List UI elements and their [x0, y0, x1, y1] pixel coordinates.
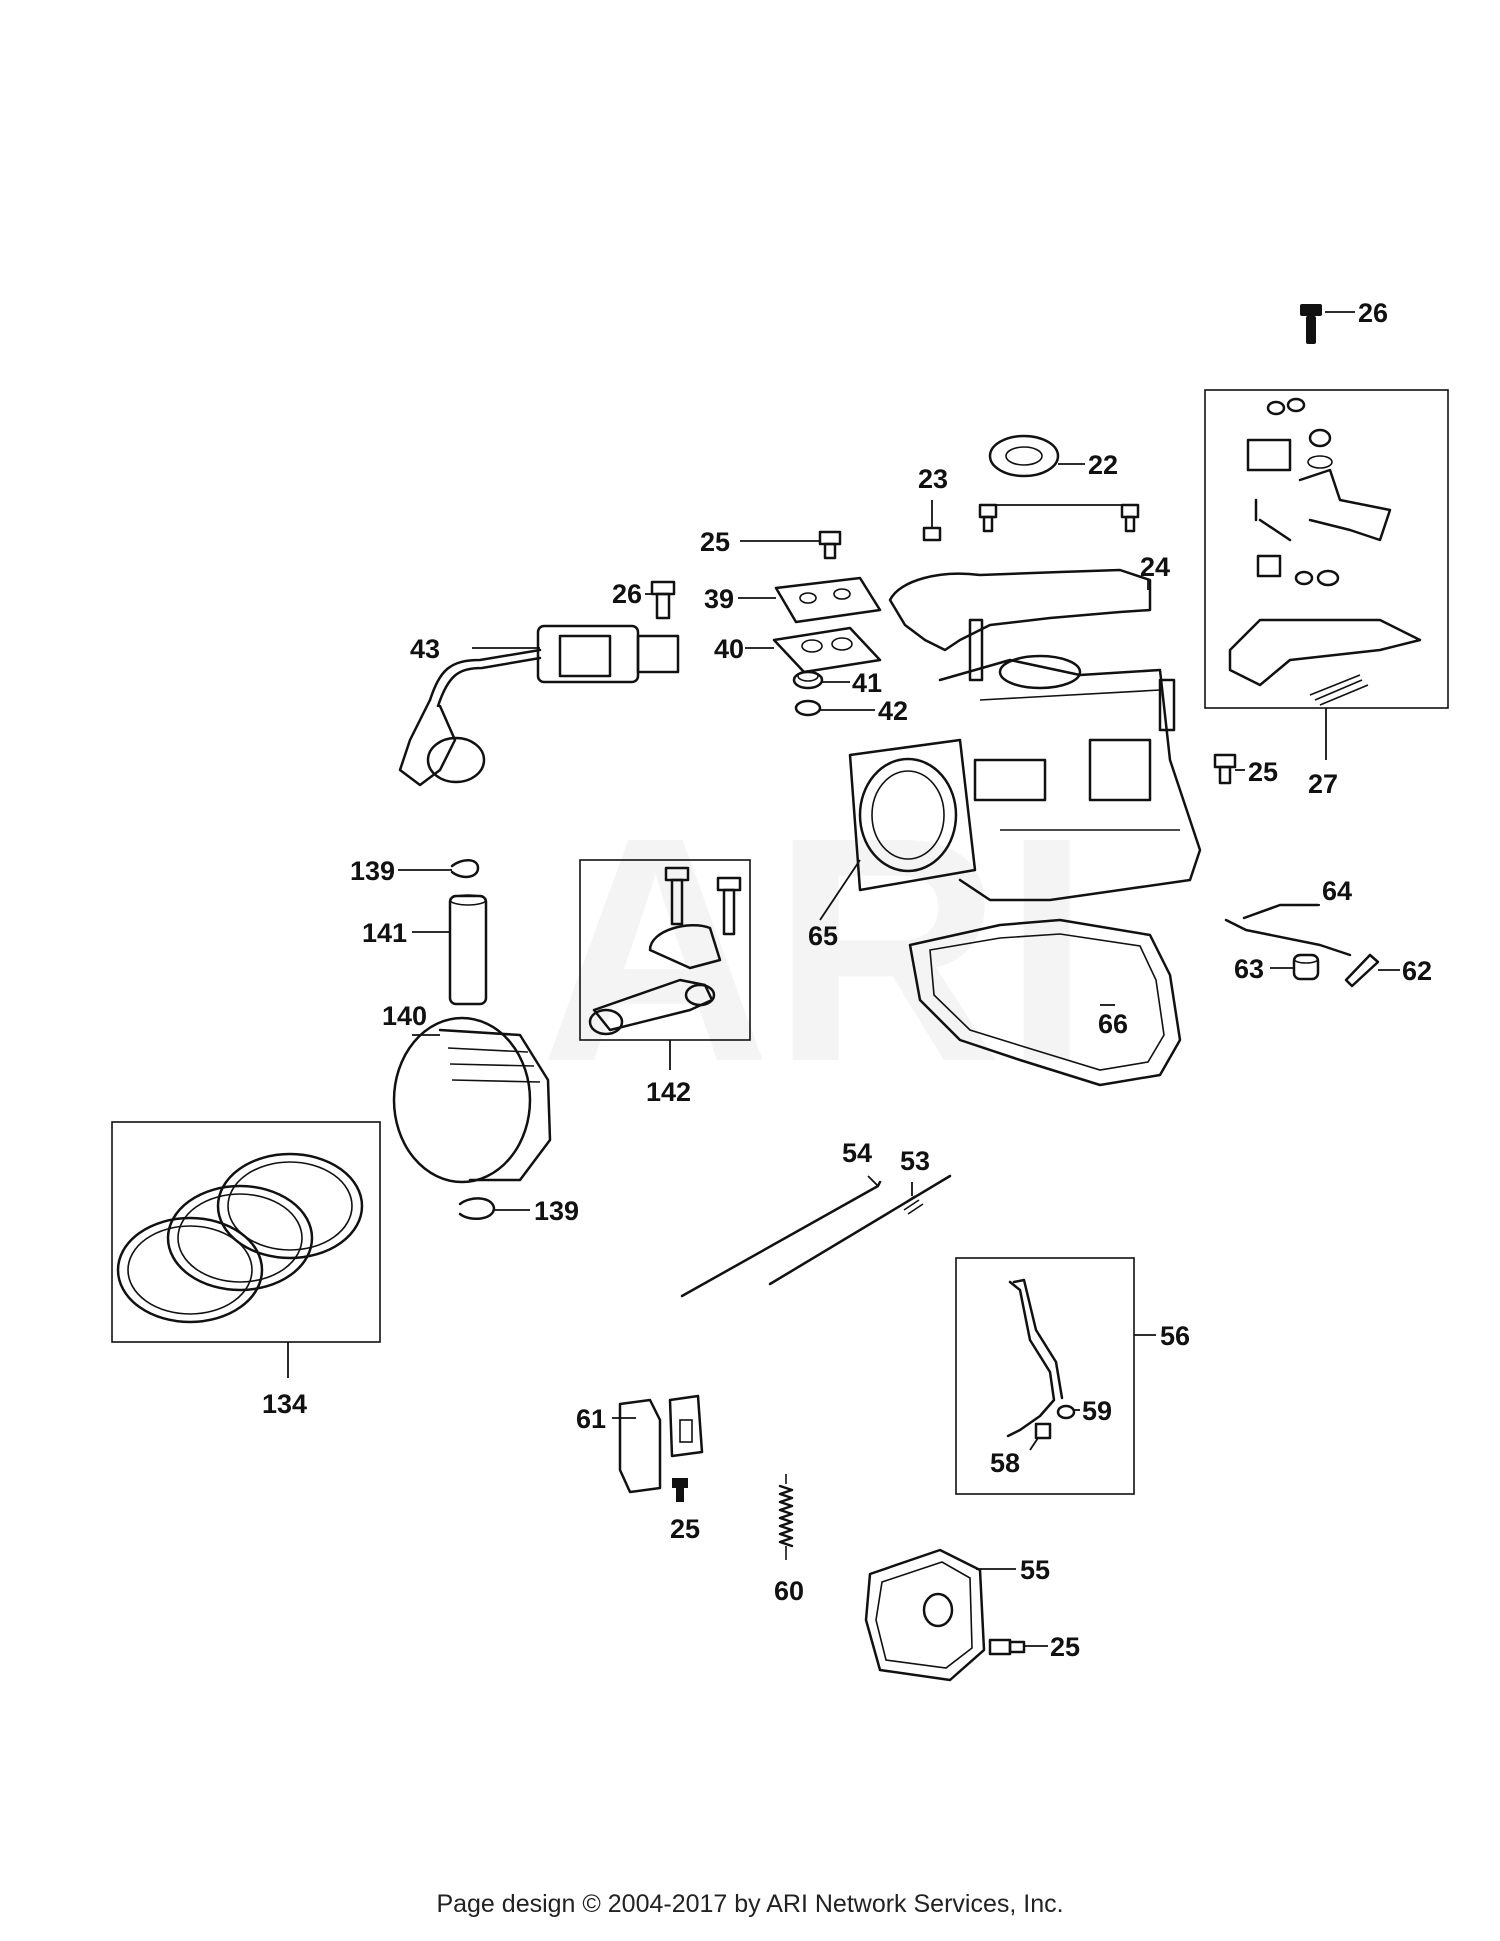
callout-139-bottom[interactable]: 139 — [534, 1196, 579, 1226]
callout-59[interactable]: 59 — [1082, 1396, 1112, 1426]
callout-58[interactable]: 58 — [990, 1448, 1020, 1478]
cylinder-block-65[interactable] — [848, 618, 1202, 902]
callout-54[interactable]: 54 — [842, 1138, 872, 1168]
piston-ring-set-box-134[interactable] — [111, 1121, 381, 1343]
spring-41[interactable] — [792, 670, 824, 690]
callout-66[interactable]: 66 — [1098, 1009, 1128, 1039]
callout-141[interactable]: 141 — [362, 918, 407, 948]
bolt-26-top[interactable] — [1300, 304, 1322, 344]
gasket-40[interactable] — [772, 626, 882, 674]
bolt-26-left[interactable] — [650, 580, 676, 620]
callout-23[interactable]: 23 — [918, 464, 948, 494]
callout-134[interactable]: 134 — [262, 1389, 307, 1419]
governor-lever-56 — [1006, 1278, 1076, 1440]
callout-26-left[interactable]: 26 — [612, 579, 642, 609]
spring-60[interactable] — [778, 1474, 794, 1560]
callout-40[interactable]: 40 — [714, 634, 744, 664]
connecting-rod-142 — [588, 866, 742, 1036]
callout-25-d[interactable]: 25 — [1050, 1632, 1080, 1662]
callout-63[interactable]: 63 — [1234, 954, 1264, 984]
callout-56[interactable]: 56 — [1160, 1321, 1190, 1351]
bushing-63[interactable] — [1292, 953, 1320, 981]
copyright-footer: Page design © 2004-2017 by ARI Network S… — [436, 1890, 1064, 1918]
bolt-25-d[interactable] — [988, 1638, 1026, 1656]
callout-22[interactable]: 22 — [1088, 450, 1118, 480]
callout-61[interactable]: 61 — [576, 1404, 606, 1434]
callout-42[interactable]: 42 — [878, 696, 908, 726]
callout-65[interactable]: 65 — [808, 921, 838, 951]
plate-39[interactable] — [774, 576, 882, 624]
cotter-pin-62[interactable] — [1344, 953, 1380, 988]
gasket-66[interactable] — [908, 918, 1182, 1087]
bolt-25-c[interactable] — [672, 1478, 688, 1502]
callout-25-a[interactable]: 25 — [700, 527, 730, 557]
piston-rings-134 — [116, 1152, 364, 1324]
callout-60[interactable]: 60 — [774, 1576, 804, 1606]
bracket-61[interactable] — [618, 1394, 704, 1494]
callout-142[interactable]: 142 — [646, 1077, 691, 1107]
throttle-rod-53[interactable] — [768, 1174, 952, 1286]
callout-26-top[interactable]: 26 — [1358, 298, 1388, 328]
bolt-25-b[interactable] — [1213, 753, 1237, 785]
governor-assembly-box-27[interactable] — [1204, 389, 1449, 709]
callout-25-b[interactable]: 25 — [1248, 757, 1278, 787]
bolts-23[interactable] — [922, 503, 1140, 542]
governor-rod-54[interactable] — [680, 1180, 882, 1298]
callout-43[interactable]: 43 — [410, 634, 440, 664]
piston-140[interactable] — [392, 1016, 552, 1184]
bolt-25-a[interactable] — [818, 530, 842, 560]
link-rod-64[interactable] — [1224, 903, 1352, 957]
cap-42[interactable] — [794, 699, 822, 717]
piston-pin-141[interactable] — [448, 894, 488, 1006]
callout-25-c[interactable]: 25 — [670, 1514, 700, 1544]
governor-parts-27 — [1228, 397, 1422, 706]
callout-140[interactable]: 140 — [382, 1001, 427, 1031]
connecting-rod-box-142[interactable] — [579, 859, 751, 1041]
clip-139-bottom[interactable] — [458, 1197, 496, 1221]
clip-139-top[interactable] — [450, 859, 480, 879]
callout-55[interactable]: 55 — [1020, 1555, 1050, 1585]
governor-lever-box-56[interactable] — [955, 1257, 1135, 1495]
callout-53[interactable]: 53 — [900, 1146, 930, 1176]
callout-27[interactable]: 27 — [1308, 769, 1338, 799]
callout-39[interactable]: 39 — [704, 584, 734, 614]
gasket-24[interactable] — [888, 568, 1152, 652]
callout-139-top[interactable]: 139 — [350, 856, 395, 886]
cover-55[interactable] — [864, 1548, 986, 1682]
callout-41[interactable]: 41 — [852, 668, 882, 698]
watermark: ARI — [540, 770, 1091, 1128]
callout-62[interactable]: 62 — [1402, 956, 1432, 986]
ignition-coil-43[interactable] — [398, 624, 680, 787]
callout-24[interactable]: 24 — [1140, 552, 1170, 582]
seal-22[interactable] — [988, 434, 1060, 478]
callout-64[interactable]: 64 — [1322, 876, 1352, 906]
